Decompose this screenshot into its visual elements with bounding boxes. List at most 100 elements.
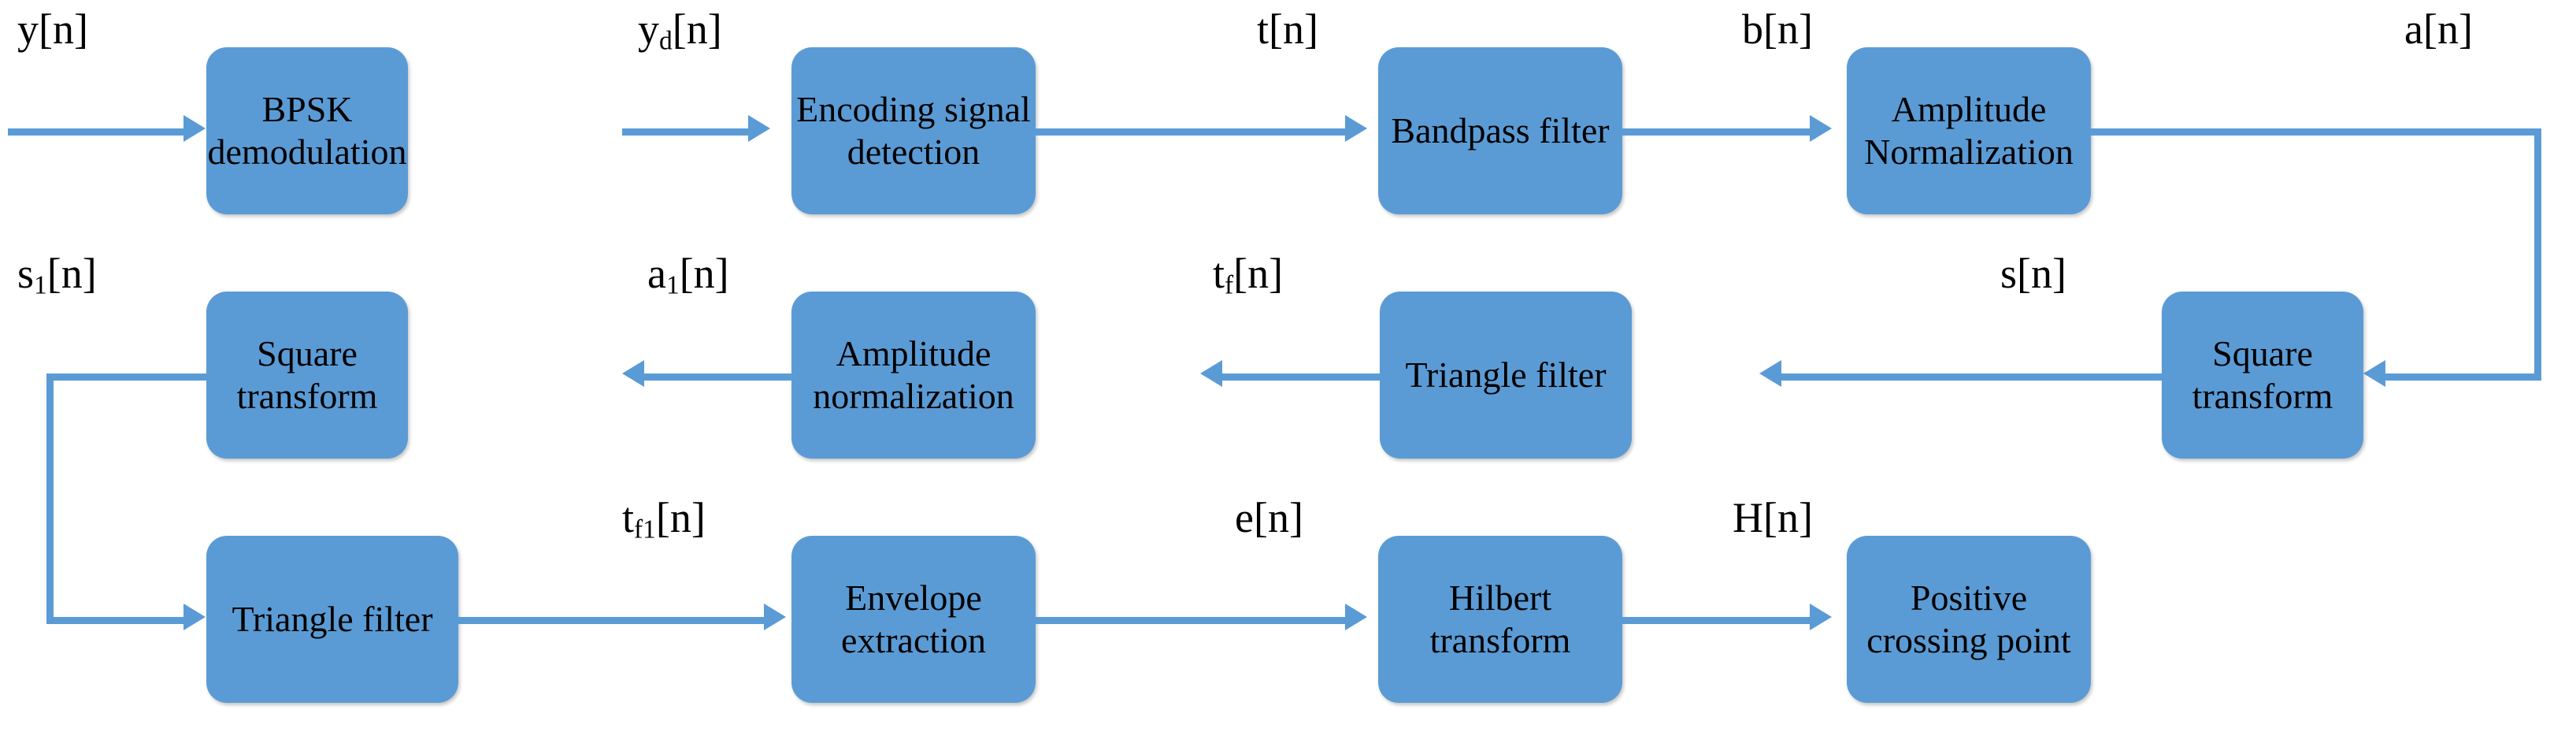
signal-bracket: [n] bbox=[1763, 494, 1813, 541]
block-hilbert-transform[interactable]: Hilbert transform bbox=[1378, 536, 1622, 703]
wire-input-to-bpsk bbox=[8, 128, 185, 136]
block-line-2: Normalization bbox=[1864, 132, 2074, 172]
block-line-2: transform bbox=[2192, 376, 2333, 416]
block-line-2: normalization bbox=[813, 376, 1014, 416]
block-bandpass-filter[interactable]: Bandpass filter bbox=[1378, 47, 1622, 214]
wire-triangle1-to-ampnorm2 bbox=[1222, 373, 1380, 381]
signal-label-s1: s1[n] bbox=[17, 252, 97, 299]
arrowhead-hilbert-to-positive-crossing bbox=[1810, 604, 1832, 630]
block-line-1: Square bbox=[2212, 333, 2313, 373]
arrowhead-bandpass-to-ampnorm bbox=[1810, 115, 1832, 142]
block-line-1: BPSK bbox=[261, 88, 353, 129]
wire-bpsk-to-encoding bbox=[622, 128, 750, 136]
arrowhead-bpsk-to-encoding bbox=[748, 115, 770, 142]
signal-bracket: [n] bbox=[655, 494, 706, 541]
block-square-transform-2[interactable]: Square transform bbox=[206, 292, 408, 459]
block-triangle-filter-1[interactable]: Triangle filter bbox=[1380, 292, 1632, 459]
arrowhead-triangle2-to-envelope bbox=[764, 604, 786, 630]
wire-bandpass-to-ampnorm bbox=[1622, 128, 1811, 136]
signal-sub: f bbox=[1225, 270, 1234, 300]
signal-label-a: a[n] bbox=[2404, 8, 2473, 54]
block-line-2: demodulation bbox=[207, 132, 407, 172]
signal-base: e bbox=[1235, 494, 1254, 541]
block-line-1: Triangle filter bbox=[232, 598, 433, 639]
signal-base: t bbox=[1257, 6, 1269, 53]
signal-base: t bbox=[1213, 250, 1225, 297]
block-line-1: Triangle filter bbox=[1405, 354, 1607, 395]
block-line-1: Square bbox=[257, 333, 358, 373]
arrowhead-triangle1-to-ampnorm2 bbox=[1200, 360, 1222, 387]
block-bpsk-demodulation[interactable]: BPSK demodulation bbox=[206, 47, 408, 214]
signal-base: b bbox=[1742, 6, 1763, 53]
wire-right-edge-to-square-transform-1 bbox=[2385, 373, 2541, 381]
arrowhead-to-triangle-filter-2 bbox=[183, 604, 206, 630]
block-line-1: Amplitude bbox=[836, 333, 991, 373]
signal-label-yd: yd[n] bbox=[638, 8, 722, 54]
wire-right-edge-vertical bbox=[2534, 128, 2541, 381]
block-line-1: Hilbert bbox=[1448, 577, 1552, 618]
block-line-2: transform bbox=[1429, 620, 1571, 660]
signal-sub: d bbox=[659, 26, 673, 56]
signal-bracket: [n] bbox=[1269, 6, 1318, 53]
signal-base: H bbox=[1733, 494, 1763, 541]
signal-bracket: [n] bbox=[39, 6, 88, 53]
signal-base: y bbox=[638, 6, 659, 53]
signal-base: y bbox=[17, 6, 39, 53]
signal-label-t: t[n] bbox=[1257, 8, 1318, 54]
wire-left-edge-to-triangle2 bbox=[46, 617, 185, 624]
wire-ampnorm-to-right-edge bbox=[2087, 128, 2541, 136]
signal-sub: f1 bbox=[634, 515, 656, 544]
signal-label-H: H[n] bbox=[1733, 496, 1813, 543]
block-square-transform-1[interactable]: Square transform bbox=[2162, 292, 2363, 459]
block-encoding-signal-detection[interactable]: Encoding signal detection bbox=[791, 47, 1036, 214]
signal-bracket: [n] bbox=[2422, 6, 2473, 53]
signal-base: t bbox=[622, 494, 635, 541]
signal-sub: 1 bbox=[34, 270, 47, 300]
signal-base: a bbox=[2404, 6, 2423, 53]
signal-bracket: [n] bbox=[1253, 494, 1303, 541]
signal-bracket: [n] bbox=[1233, 250, 1284, 297]
wire-envelope-to-hilbert bbox=[1036, 617, 1347, 624]
arrowhead-ampnorm2-to-square2 bbox=[622, 360, 644, 387]
block-line-2: extraction bbox=[841, 620, 986, 660]
signal-bracket: [n] bbox=[46, 250, 97, 297]
block-line-1: Amplitude bbox=[1891, 88, 2047, 129]
signal-bracket: [n] bbox=[679, 250, 729, 297]
block-envelope-extraction[interactable]: Envelope extraction bbox=[791, 536, 1036, 703]
signal-base: s bbox=[17, 250, 35, 297]
signal-label-tf1: tf1[n] bbox=[622, 496, 706, 543]
signal-base: a bbox=[647, 250, 666, 297]
block-line-2: detection bbox=[847, 132, 980, 172]
block-positive-crossing-point[interactable]: Positive crossing point bbox=[1847, 536, 2091, 703]
block-line-2: transform bbox=[236, 376, 378, 416]
wire-triangle2-to-envelope bbox=[458, 617, 765, 624]
signal-bracket: [n] bbox=[1763, 6, 1813, 53]
wire-square1-to-triangle1 bbox=[1781, 373, 2162, 381]
wire-encoding-to-bandpass bbox=[1036, 128, 1347, 136]
block-line-1: Bandpass filter bbox=[1391, 110, 1610, 150]
block-line-1: Positive bbox=[1910, 577, 2028, 618]
block-line-2: crossing point bbox=[1866, 620, 2071, 660]
signal-base: s bbox=[2000, 250, 2018, 297]
signal-label-a1: a1[n] bbox=[647, 252, 729, 299]
signal-label-s: s[n] bbox=[2000, 252, 2066, 299]
wire-hilbert-to-positive-crossing bbox=[1622, 617, 1811, 624]
block-amplitude-normalization-1[interactable]: Amplitude Normalization bbox=[1847, 47, 2091, 214]
arrowhead-encoding-to-bandpass bbox=[1345, 115, 1367, 142]
block-line-1: Envelope bbox=[845, 577, 982, 618]
wire-left-edge-vertical bbox=[46, 373, 54, 624]
signal-label-b: b[n] bbox=[1742, 8, 1813, 54]
arrowhead-to-square-transform-1 bbox=[2363, 360, 2385, 387]
block-amplitude-normalization-2[interactable]: Amplitude normalization bbox=[791, 292, 1036, 459]
signal-label-y: y[n] bbox=[17, 8, 88, 54]
signal-label-tf: tf[n] bbox=[1213, 252, 1283, 299]
wire-square2-to-left-edge bbox=[46, 373, 211, 381]
arrowhead-square1-to-triangle1 bbox=[1759, 360, 1781, 387]
signal-bracket: [n] bbox=[2017, 250, 2066, 297]
signal-bracket: [n] bbox=[672, 6, 722, 53]
signal-sub: 1 bbox=[665, 270, 680, 300]
block-triangle-filter-2[interactable]: Triangle filter bbox=[206, 536, 458, 703]
arrowhead-input-to-bpsk bbox=[183, 115, 206, 142]
arrowhead-envelope-to-hilbert bbox=[1345, 604, 1367, 630]
